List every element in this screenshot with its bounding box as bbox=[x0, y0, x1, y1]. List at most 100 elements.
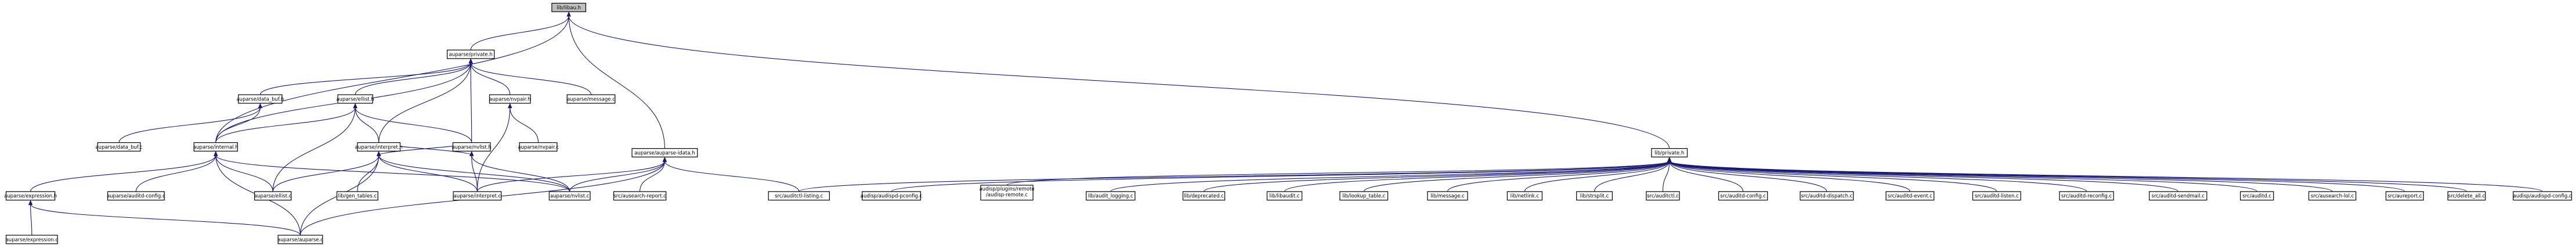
dependency-edge bbox=[1669, 160, 2257, 192]
dependency-edge bbox=[215, 155, 273, 192]
edge-arrowhead bbox=[566, 12, 571, 17]
graph-node-lib-message-c[interactable]: lib/message.c bbox=[1427, 191, 1468, 201]
dependency-edge bbox=[259, 62, 471, 95]
graph-node-root[interactable]: lib/libau.h bbox=[551, 2, 587, 12]
node-label: audisp/plugins/remote/audisp-remote.c bbox=[979, 186, 1034, 198]
graph-node-message-c[interactable]: auparse/message.c bbox=[566, 94, 616, 104]
node-label: auparse/internal.h bbox=[193, 145, 239, 150]
node-box bbox=[337, 94, 373, 104]
node-box bbox=[107, 191, 165, 201]
graph-node-auditd-c[interactable]: src/auditd.c bbox=[2240, 191, 2274, 201]
dependency-edge bbox=[215, 107, 261, 143]
graph-node-auditd-sendmail-c[interactable]: src/auditd-sendmail.c bbox=[2149, 191, 2208, 201]
graph-node-auditctl-c[interactable]: src/auditctl.c bbox=[1646, 191, 1680, 201]
node-box bbox=[5, 235, 58, 245]
node-box bbox=[1885, 191, 1935, 201]
dependency-edge bbox=[1669, 160, 2405, 192]
graph-node-deprecated-c[interactable]: lib/deprecated.c bbox=[1182, 191, 1226, 201]
graph-node-libaudit-c[interactable]: lib/libaudit.c bbox=[1266, 191, 1303, 201]
node-label: auparse/private.h bbox=[449, 52, 493, 57]
graph-node-data-buf-h[interactable]: auparse/data_buf.h bbox=[236, 94, 284, 104]
graph-node-auditd-listen-c[interactable]: src/auditd-listen.c bbox=[1972, 191, 2021, 201]
graph-node-auparse-c[interactable]: auparse/auparse.c bbox=[277, 235, 323, 245]
node-box bbox=[2513, 191, 2573, 201]
graph-node-audispd-pconfig-c[interactable]: audisp/audispd-pconfig.c bbox=[861, 191, 923, 201]
node-box bbox=[1972, 191, 2021, 201]
node-label: src/auditd-dispatch.c bbox=[1801, 193, 1852, 199]
graph-node-auditd-config-c2[interactable]: src/auditd-config.c bbox=[1718, 191, 1768, 201]
graph-node-audispd-config-c[interactable]: audisp/audispd-config.c bbox=[2513, 191, 2573, 201]
node-label: auparse/ellist.h bbox=[336, 96, 374, 102]
node-label: auparse/interpret.c bbox=[454, 193, 501, 199]
node-box bbox=[548, 191, 591, 201]
dependency-edge bbox=[470, 62, 592, 95]
node-box bbox=[2447, 191, 2486, 201]
node-label: auparse/auparse-idata.h bbox=[634, 150, 695, 156]
graph-node-auparse-idata-h[interactable]: auparse/auparse-idata.h bbox=[631, 148, 698, 157]
graph-node-lookup-table-c[interactable]: lib/lookup_table.c bbox=[1339, 191, 1389, 201]
graph-node-audit-logging-c[interactable]: lib/audit_logging.c bbox=[1086, 191, 1136, 201]
node-box bbox=[1651, 148, 1688, 157]
graph-node-private-h[interactable]: auparse/private.h bbox=[447, 49, 495, 59]
graph-node-auditd-event-c[interactable]: src/auditd-event.c bbox=[1885, 191, 1935, 201]
graph-node-auditd-dispatch-c[interactable]: src/auditd-dispatch.c bbox=[1800, 191, 1854, 201]
graph-node-expression-c[interactable]: auparse/expression.c bbox=[5, 235, 59, 245]
graph-node-nvlist-h[interactable]: auparse/nvlist.h bbox=[452, 142, 492, 152]
node-label: src/auditctl-listing.c bbox=[775, 193, 823, 199]
graph-node-interpret-h[interactable]: auparse/interpret.h bbox=[355, 142, 403, 152]
dependency-edge bbox=[476, 161, 665, 192]
graph-node-ausearch-lol-c[interactable]: src/ausearch-lol.c bbox=[2308, 191, 2357, 201]
dependency-edge bbox=[1594, 161, 1670, 192]
node-box bbox=[2308, 191, 2357, 201]
graph-node-auditd-reconfig-c[interactable]: src/auditd-reconfig.c bbox=[2059, 191, 2114, 201]
graph-node-auditd-config-c1[interactable]: auparse/auditd-config.c bbox=[107, 191, 165, 201]
dependency-edge bbox=[568, 16, 665, 149]
graph-node-data-buf-c[interactable]: auparse/data_buf.c bbox=[95, 142, 143, 152]
dependency-edge bbox=[1203, 160, 1670, 192]
graph-node-auditctl-listing-c[interactable]: src/auditctl-listing.c bbox=[768, 191, 830, 201]
node-label: lib/netlink.c bbox=[1511, 193, 1540, 199]
graph-node-strsplit-c[interactable]: lib/strsplit.c bbox=[1576, 191, 1613, 201]
node-label: auparse/auditd-config.c bbox=[107, 193, 165, 199]
edge-arrowhead bbox=[508, 103, 512, 109]
dependency-edge bbox=[215, 155, 570, 192]
graph-node-interpret-c[interactable]: auparse/interpret.c bbox=[453, 191, 502, 201]
node-label: src/delete_all.c bbox=[2448, 193, 2485, 199]
node-label: auparse/data_buf.c bbox=[95, 145, 142, 150]
graph-node-expression-h[interactable]: auparse/expression.h bbox=[4, 191, 57, 201]
node-label: auparse/ellist.c bbox=[254, 193, 292, 199]
graph-node-lib-private-h[interactable]: lib/private.h bbox=[1651, 148, 1688, 157]
node-box bbox=[1646, 191, 1680, 201]
edge-arrowhead bbox=[214, 151, 218, 156]
node-label: lib/audit_logging.c bbox=[1088, 193, 1133, 199]
graph-node-ellist-h[interactable]: auparse/ellist.h bbox=[336, 94, 374, 104]
graph-node-internal-h[interactable]: auparse/internal.h bbox=[193, 142, 239, 152]
dependency-edge bbox=[355, 107, 472, 143]
node-box bbox=[254, 191, 292, 201]
node-label: src/ausearch-lol.c bbox=[2311, 193, 2354, 199]
node-label: src/auditd-config.c bbox=[1720, 193, 1766, 199]
node-label: audisp/audispd-config.c bbox=[2513, 193, 2572, 199]
node-label: auparse/auparse.c bbox=[277, 237, 323, 243]
graph-node-nvpair-c[interactable]: auparse/nvpair.c bbox=[518, 142, 559, 152]
node-box bbox=[238, 94, 283, 104]
graph-node-audisp-remote-c[interactable]: audisp/plugins/remote/audisp-remote.c bbox=[979, 185, 1035, 201]
node-box bbox=[1800, 191, 1854, 201]
graph-node-nvlist-c[interactable]: auparse/nvlist.c bbox=[548, 191, 591, 201]
graph-node-ellist-c[interactable]: auparse/ellist.c bbox=[254, 191, 292, 201]
graph-node-delete-all-c[interactable]: src/delete_all.c bbox=[2447, 191, 2486, 201]
dependency-edge bbox=[1284, 160, 1670, 192]
node-box bbox=[1182, 191, 1226, 201]
graph-node-gen-tables-c[interactable]: lib/gen_tables.c bbox=[337, 191, 378, 201]
node-box bbox=[2059, 191, 2114, 201]
node-box bbox=[447, 49, 495, 59]
node-box bbox=[566, 94, 616, 104]
graph-node-nvpair-h[interactable]: auparse/nvpair.h bbox=[489, 94, 531, 104]
graph-node-aureport-c[interactable]: src/aureport.c bbox=[2385, 191, 2424, 201]
node-label: auparse/data_buf.h bbox=[236, 96, 284, 102]
graph-node-netlink-c[interactable]: lib/netlink.c bbox=[1506, 191, 1542, 201]
dependency-edge bbox=[1662, 161, 1670, 192]
node-box bbox=[1086, 191, 1136, 201]
graph-node-ausearch-report-c[interactable]: src/ausearch-report.c bbox=[613, 191, 667, 201]
node-label: auparse/expression.c bbox=[6, 237, 59, 243]
